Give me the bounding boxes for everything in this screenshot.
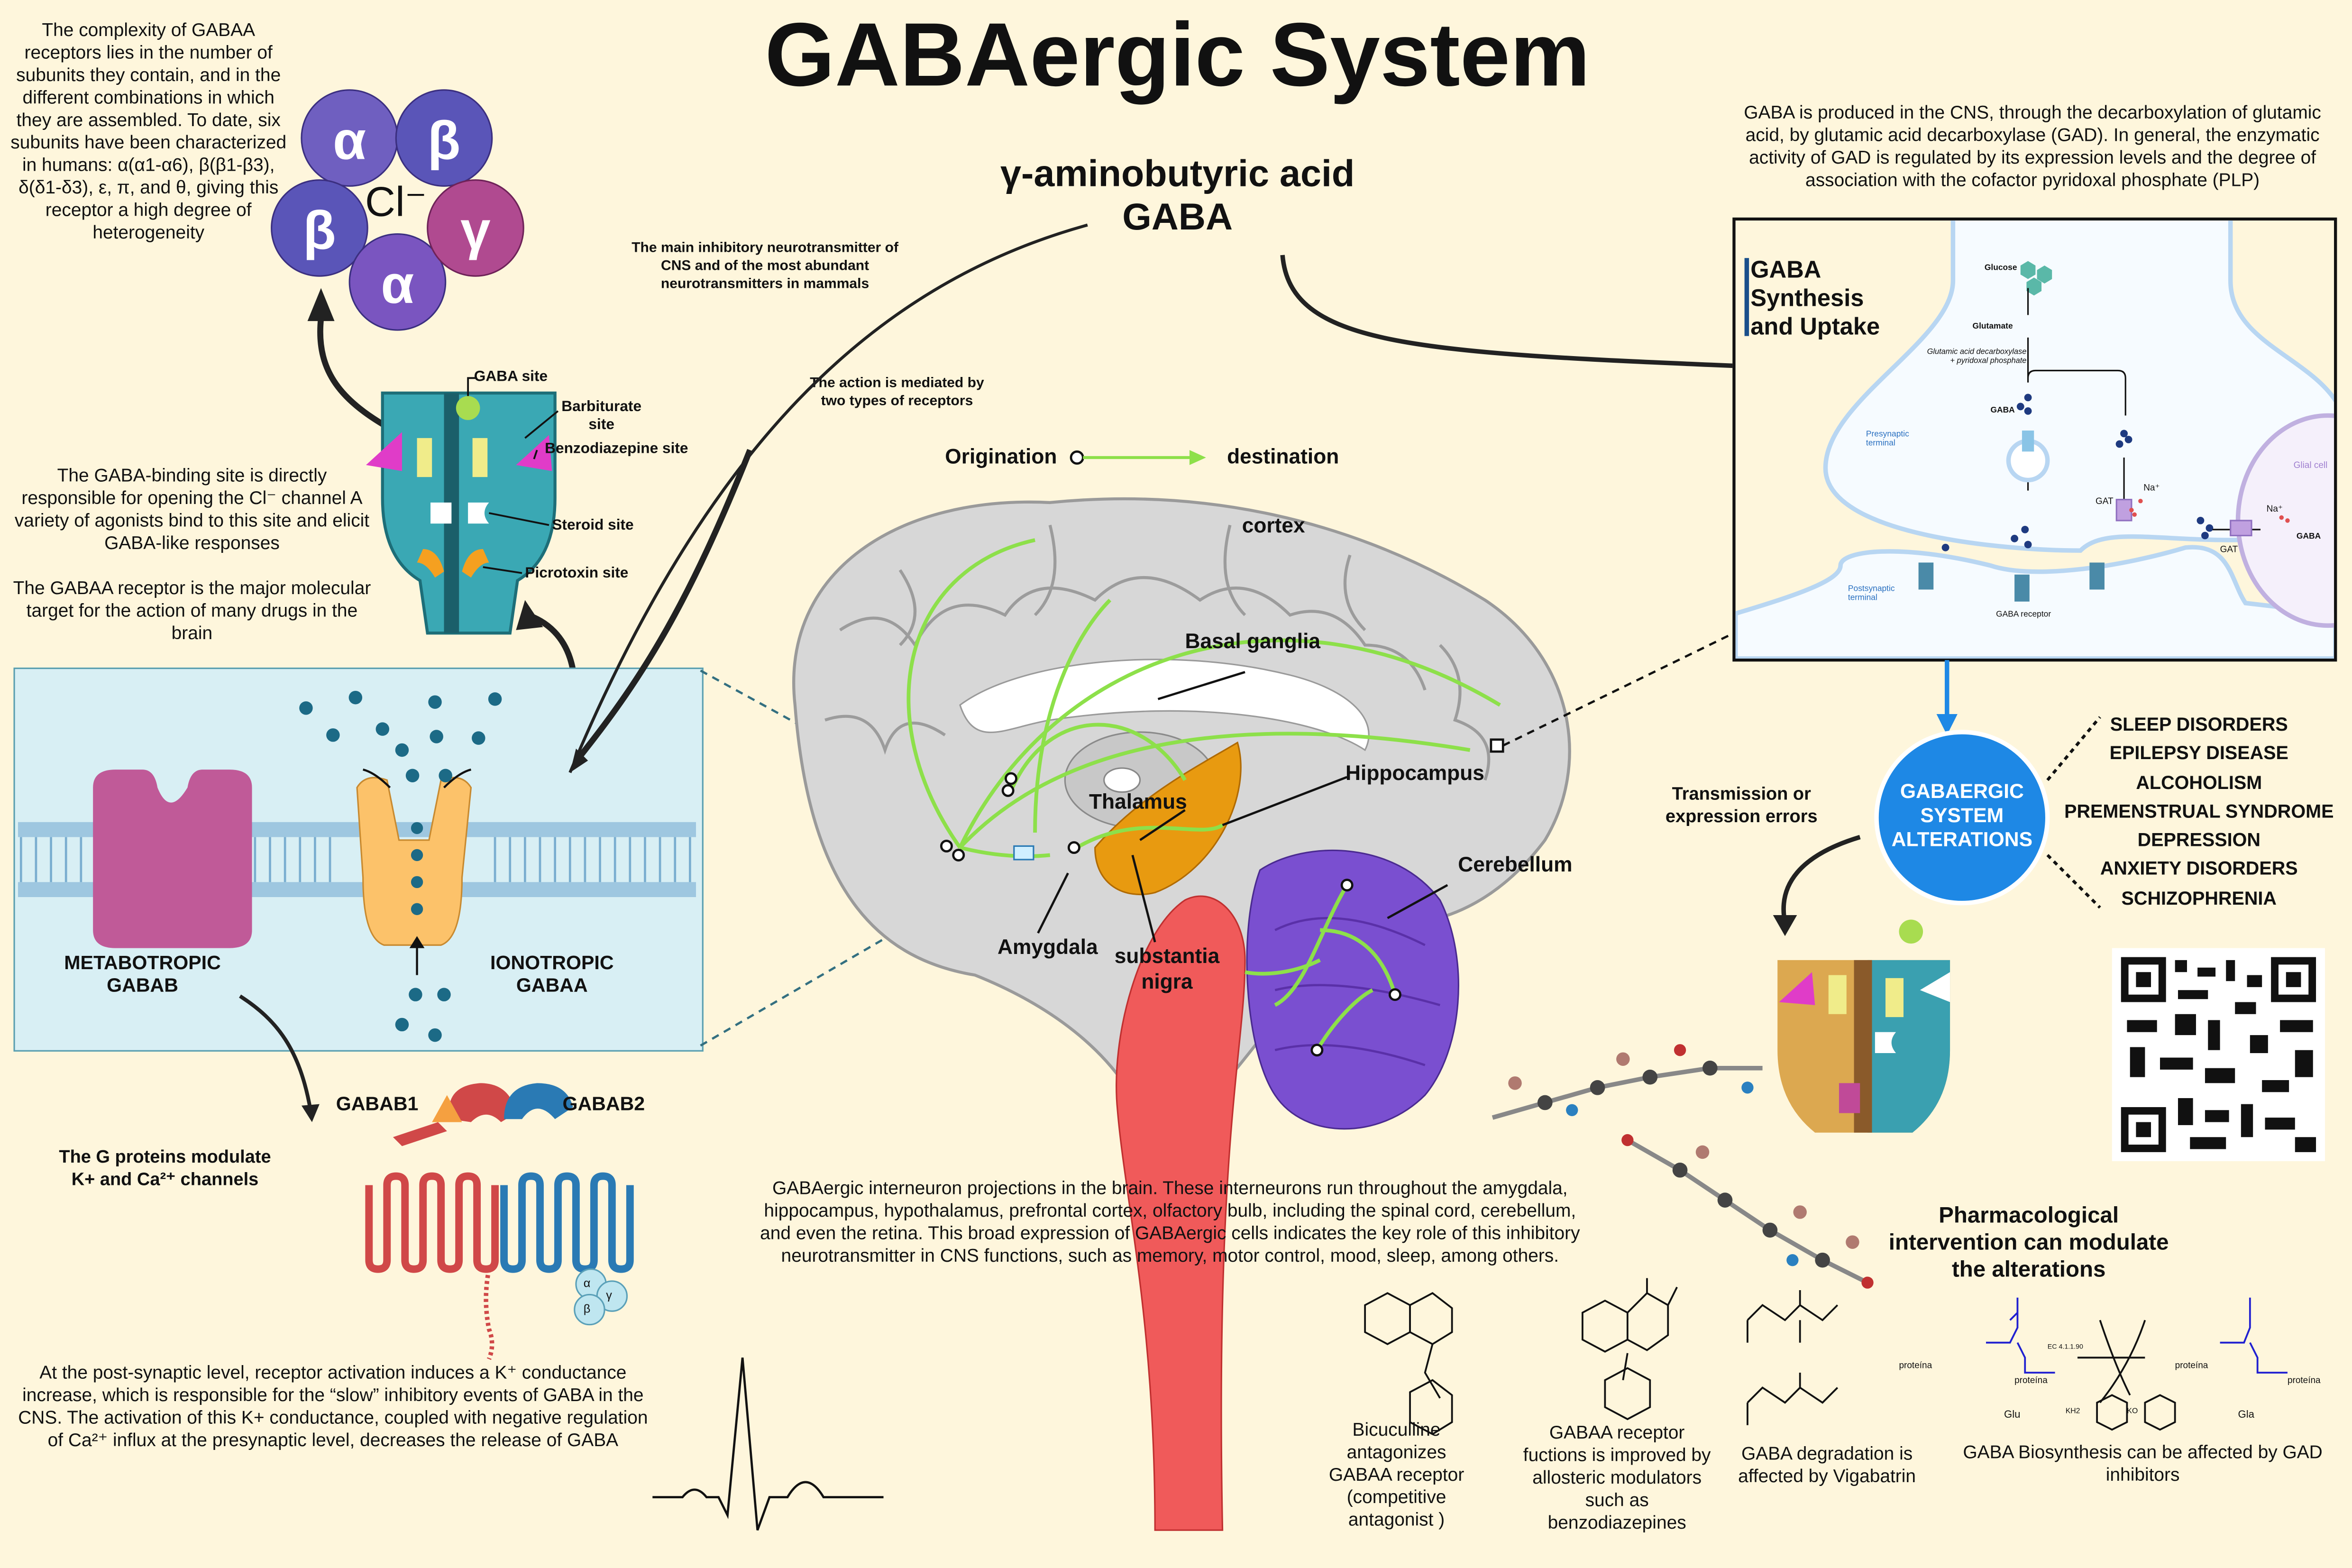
chem-label: KH2 xyxy=(2065,1407,2080,1416)
disorder-item: DEPRESSION xyxy=(2137,830,2260,851)
binding-site-text: The GABA-binding site is directly respon… xyxy=(14,465,370,554)
site-label: GABA site xyxy=(474,369,548,386)
gaba-receptor-label: GABA receptor xyxy=(1996,610,2051,620)
molecule-model xyxy=(1492,1044,1874,1289)
site-label: Benzodiazepine site xyxy=(545,441,688,458)
chem-label: Gla xyxy=(2238,1410,2255,1421)
label-cortex: cortex xyxy=(1242,513,1305,537)
glucose-label: Glucose xyxy=(1984,264,2017,273)
enzyme-label: Glutamic acid decarboxylase + pyridoxal … xyxy=(1927,348,2027,366)
gabab2-label: GABAB2 xyxy=(562,1092,645,1115)
gad-inhibitors-caption: GABA Biosynthesis can be affected by GAD… xyxy=(1963,1441,2323,1485)
site-label: Picrotoxin site xyxy=(525,565,629,582)
label-amygdala: Amygdala xyxy=(997,935,1098,959)
sodium-label: Na⁺ xyxy=(2143,484,2160,494)
label-hippocampus: Hippocampus xyxy=(1345,761,1484,785)
gabab1-label: GABAB1 xyxy=(336,1092,419,1115)
disorders-list: SLEEP DISORDERS EPILEPSY DISEASE ALCOHOL… xyxy=(2055,711,2343,914)
chemical-structures xyxy=(1364,1278,2288,1435)
pharma-title: Pharmacological intervention can modulat… xyxy=(1888,1203,2169,1283)
subunit-beta xyxy=(395,89,493,187)
label-cerebellum: Cerebellum xyxy=(1458,852,1573,876)
g-protein-label: β xyxy=(583,1302,591,1316)
disorder-item: ALCOHOLISM xyxy=(2136,772,2262,793)
glutamate-label: Glutamate xyxy=(1972,322,2013,332)
subunit-label: γ xyxy=(460,199,491,261)
gabaa-receptor-illustration xyxy=(366,391,557,635)
chem-label: proteína xyxy=(1899,1362,1932,1371)
g-protein-label: α xyxy=(583,1276,591,1290)
g-proteins-text: The G proteins modulate K+ and Ca²⁺ chan… xyxy=(59,1146,271,1190)
disorder-item: SCHIZOPHRENIA xyxy=(2121,888,2277,909)
arrow-to-subunits xyxy=(317,318,403,438)
chem-label: proteína xyxy=(2175,1362,2208,1371)
gaba-label: GABA xyxy=(2296,532,2321,542)
legend-origination: Origination xyxy=(945,444,1057,468)
chloride-ion-label: Cl⁻ xyxy=(365,178,427,225)
chem-label: EC 4.1.1.90 xyxy=(2047,1342,2083,1350)
main-inhibitory-note: The main inhibitory neurotransmitter of … xyxy=(631,240,898,293)
disorder-item: PREMENSTRUAL SYNDROME xyxy=(2064,801,2334,822)
ecg-trace xyxy=(652,1357,884,1531)
sodium-label: Na⁺ xyxy=(2266,505,2283,515)
subunit-gamma xyxy=(427,179,524,277)
chem-label: proteína xyxy=(2287,1377,2321,1386)
site-label: Steroid site xyxy=(552,517,634,534)
chem-label: Glu xyxy=(2004,1410,2021,1421)
page-title: GABAergic System xyxy=(765,4,1591,105)
g-protein-label: γ xyxy=(606,1288,612,1302)
disorder-item: EPILEPSY DISEASE xyxy=(2109,743,2288,764)
gat-label: GAT xyxy=(2220,546,2238,555)
two-types-note: The action is mediated by two types of r… xyxy=(810,375,984,410)
presynaptic-label: Presynaptic terminal xyxy=(1866,431,1909,449)
curve-to-membrane xyxy=(568,223,1088,773)
subunit-label: α xyxy=(333,109,366,171)
alterations-circle xyxy=(1874,730,2050,906)
label-basal-ganglia: Basal ganglia xyxy=(1185,628,1321,653)
chem-label: proteína xyxy=(2014,1377,2048,1386)
site-label: Barbiturate site xyxy=(561,399,642,434)
postsynaptic-text: At the post-synaptic level, receptor act… xyxy=(18,1362,648,1451)
brain-caption: GABAergic interneuron projections in the… xyxy=(760,1177,1580,1266)
metabotropic-receptor xyxy=(93,770,252,948)
vigabatrin-caption: GABA degradation is affected by Vigabatr… xyxy=(1738,1443,1916,1487)
benzodiazepine-caption: GABAA receptor fuctions is improved by a… xyxy=(1523,1422,1711,1533)
label-thalamus: Thalamus xyxy=(1089,789,1187,813)
errors-label: Transmission or expression errors xyxy=(1665,783,1818,827)
glial-cell-label: Glial cell xyxy=(2293,462,2328,471)
subunit-label: α xyxy=(381,253,414,315)
subunit-beta xyxy=(271,179,368,277)
subunit-label: β xyxy=(427,109,461,171)
subunit-label: β xyxy=(303,199,336,261)
chem-label: KO xyxy=(2127,1407,2138,1416)
subunit-alpha xyxy=(348,233,447,331)
arrow-to-synthesis xyxy=(1280,255,1740,368)
subunits-text: The complexity of GABAA receptors lies i… xyxy=(10,19,287,243)
disorder-item: SLEEP DISORDERS xyxy=(2110,714,2288,735)
receptor-illustration-bottom xyxy=(1777,919,1950,1133)
postsynaptic-label: Postsynaptic terminal xyxy=(1848,585,1895,603)
disorder-item: ANXIETY DISORDERS xyxy=(2100,859,2298,880)
gabab-receptor-illustration xyxy=(365,1083,634,1360)
ionotropic-receptor xyxy=(356,777,472,946)
gat-label: GAT xyxy=(2095,498,2114,507)
arrow-to-gabab xyxy=(239,994,312,1110)
bicuculline-caption: Bicuculline antagonizes GABAA receptor (… xyxy=(1328,1419,1464,1531)
major-target-text: The GABAA receptor is the major molecula… xyxy=(13,578,371,644)
synthesis-intro: GABA is produced in the CNS, through the… xyxy=(1744,102,2321,191)
alterations-label: GABAERGIC SYSTEM ALTERATIONS xyxy=(1891,780,2033,851)
legend-destination: destination xyxy=(1227,444,1339,468)
gaba-label: GABA xyxy=(1990,406,2015,416)
